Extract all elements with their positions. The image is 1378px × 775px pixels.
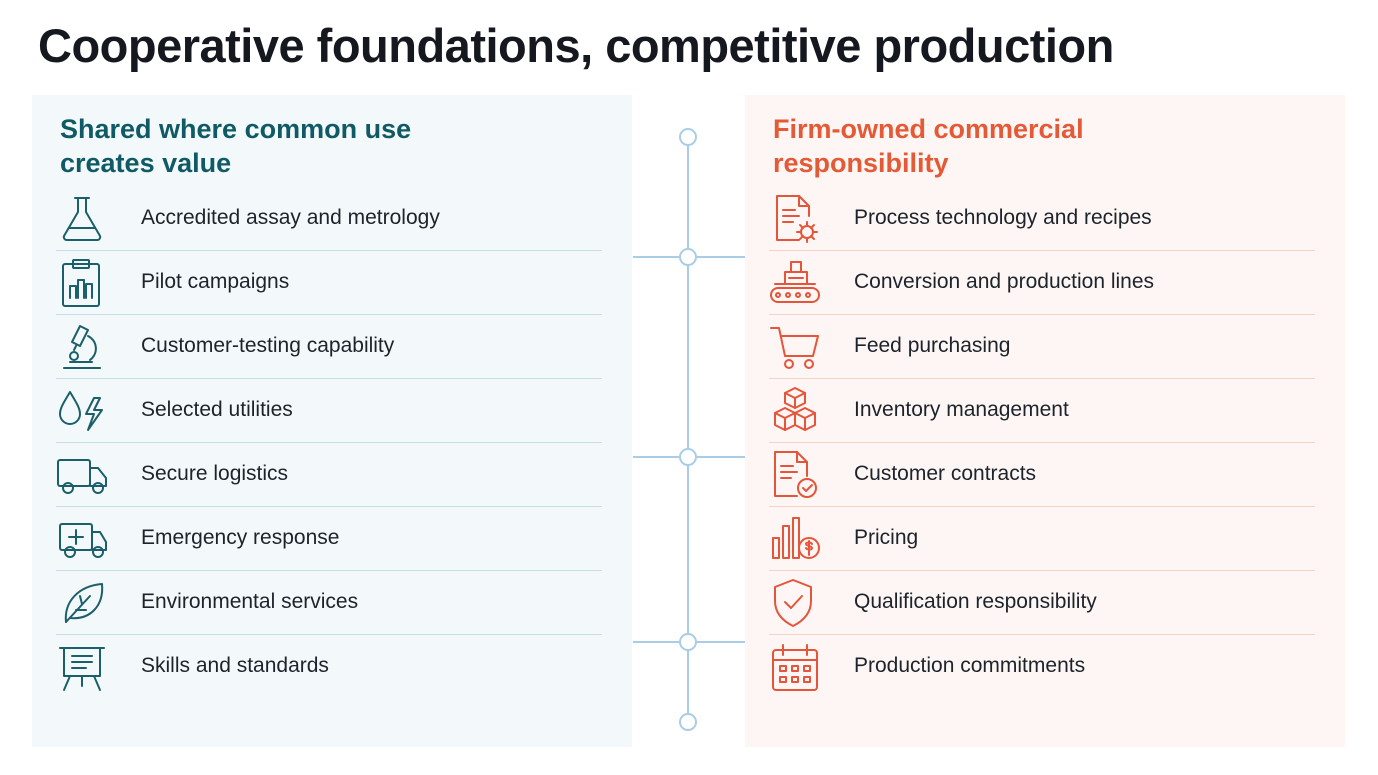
spine-node <box>679 248 697 266</box>
water-drop-lightning-icon <box>56 386 108 436</box>
shared-item-label: Selected utilities <box>141 398 293 421</box>
firm-item-label: Conversion and production lines <box>854 270 1155 293</box>
firm-item-contracts: Customer contracts <box>769 442 1315 507</box>
shared-item-label: Accredited assay and metrology <box>141 206 440 229</box>
spine-node <box>679 713 697 731</box>
shared-item-label: Skills and standards <box>141 654 329 677</box>
shared-item-testing: Customer-testing capability <box>56 314 602 379</box>
shared-item-label: Customer-testing capability <box>141 334 395 357</box>
firm-item-inventory: Inventory management <box>769 378 1315 443</box>
shared-item-environment: Environmental services <box>56 570 602 635</box>
firm-item-pricing: Pricing <box>769 506 1315 571</box>
shared-item-assay: Accredited assay and metrology <box>56 186 602 251</box>
shared-item-label: Pilot campaigns <box>141 270 290 293</box>
microscope-icon <box>56 322 108 372</box>
firm-item-label: Process technology and recipes <box>854 206 1152 229</box>
flask-icon <box>56 194 108 244</box>
shared-panel-heading: Shared where common use creates value <box>60 114 412 178</box>
firm-item-feed: Feed purchasing <box>769 314 1315 379</box>
document-gear-icon <box>769 194 821 244</box>
shared-item-label: Environmental services <box>141 590 359 613</box>
firm-item-label: Customer contracts <box>854 462 1037 485</box>
training-board-icon <box>56 642 108 692</box>
shared-item-label: Secure logistics <box>141 462 289 485</box>
ambulance-icon <box>56 514 108 564</box>
shield-check-icon <box>769 578 821 628</box>
calendar-icon <box>769 642 821 692</box>
page-title: Cooperative foundations, competitive pro… <box>38 19 1114 72</box>
boxes-icon <box>769 386 821 436</box>
spine-node <box>679 448 697 466</box>
spine-node <box>679 128 697 146</box>
shared-item-pilot: Pilot campaigns <box>56 250 602 315</box>
firm-item-commitments: Production commitments <box>769 634 1315 698</box>
spine-node <box>679 633 697 651</box>
conveyor-machine-icon <box>769 258 821 308</box>
shared-panel: Shared where common use creates value Ac… <box>32 95 632 747</box>
firm-item-label: Pricing <box>854 526 919 549</box>
bar-chart-dollar-icon <box>769 514 821 564</box>
shared-item-utilities: Selected utilities <box>56 378 602 443</box>
firm-owned-panel-heading: Firm-owned commercial responsibility <box>773 114 1084 178</box>
shared-item-emergency: Emergency response <box>56 506 602 571</box>
spine-line <box>633 146 745 713</box>
firm-item-label: Inventory management <box>854 398 1069 421</box>
shared-item-skills: Skills and standards <box>56 634 602 698</box>
firm-item-conversion: Conversion and production lines <box>769 250 1315 315</box>
shopping-cart-icon <box>769 322 821 372</box>
shared-item-logistics: Secure logistics <box>56 442 602 507</box>
shared-item-label: Emergency response <box>141 526 340 549</box>
firm-item-label: Feed purchasing <box>854 334 1011 357</box>
contract-check-icon <box>769 450 821 500</box>
firm-owned-panel: Firm-owned commercial responsibility Pro… <box>745 95 1345 747</box>
leaf-icon <box>56 578 108 628</box>
firm-item-process: Process technology and recipes <box>769 186 1315 251</box>
firm-item-label: Production commitments <box>854 654 1086 677</box>
truck-icon <box>56 450 108 500</box>
clipboard-chart-icon <box>56 258 108 308</box>
firm-item-qualification: Qualification responsibility <box>769 570 1315 635</box>
firm-item-label: Qualification responsibility <box>854 590 1097 613</box>
